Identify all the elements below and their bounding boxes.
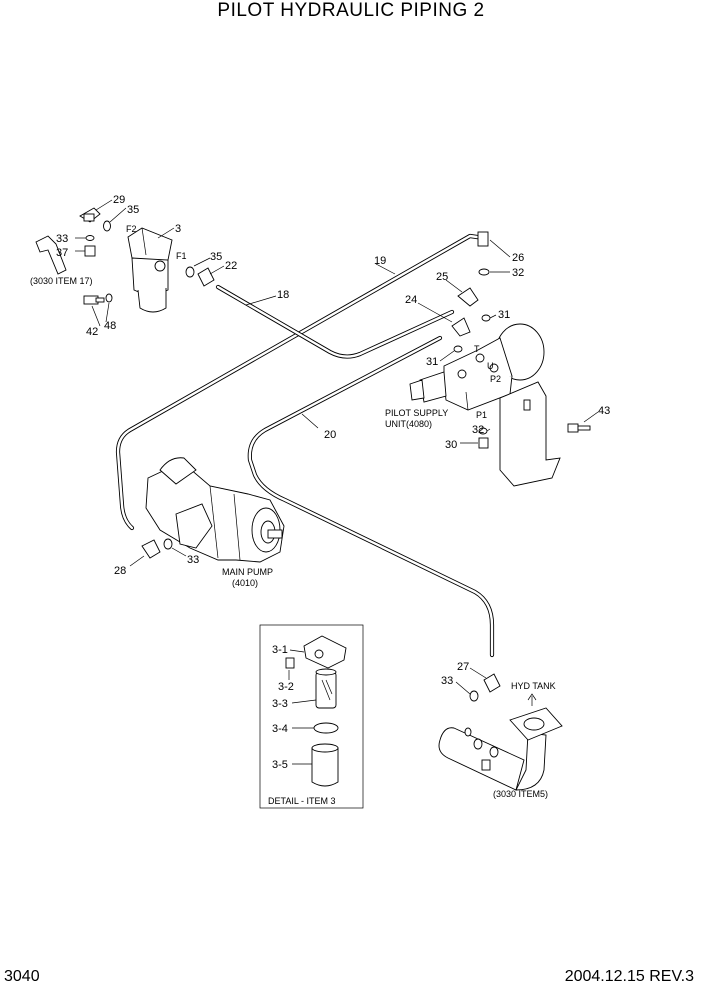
pipe-20	[247, 335, 495, 658]
label-28: 28	[114, 565, 126, 577]
detail-caption: DETAIL - ITEM 3	[268, 796, 336, 806]
leader-lines	[75, 199, 599, 765]
elbow-25	[457, 287, 479, 307]
label-32a: 32	[512, 267, 524, 279]
plug-30	[478, 437, 489, 449]
pilot-supply-label-1: PILOT SUPPLY	[385, 408, 448, 418]
label-25: 25	[436, 271, 448, 283]
pipe-stub-3030-17	[35, 235, 67, 275]
label-43: 43	[598, 405, 610, 417]
hyd-tank-label: HYD TANK	[511, 681, 556, 691]
label-22: 22	[225, 260, 237, 272]
label-3: 3	[175, 223, 181, 235]
label-3-2: 3-2	[278, 681, 294, 693]
fitting-27	[483, 673, 501, 693]
label-32b: 32	[472, 424, 484, 436]
elbow-fitting-29	[79, 207, 101, 223]
port-p1-label: P1	[476, 410, 487, 420]
label-20: 20	[324, 429, 336, 441]
label-48: 48	[104, 320, 116, 332]
detail-o-ring	[313, 722, 339, 734]
label-19: 19	[374, 255, 386, 267]
ref-3030-item-17: (3030 ITEM 17)	[30, 276, 93, 286]
o-ring-33c	[469, 690, 479, 702]
main-pump-label-1: MAIN PUMP	[222, 567, 273, 577]
arrow-up-icon	[527, 693, 537, 706]
page-number: 3040	[4, 968, 40, 985]
o-ring-35a	[103, 220, 111, 232]
label-31b: 31	[426, 356, 438, 368]
elbow-24	[451, 317, 471, 337]
o-ring-33b	[163, 538, 173, 550]
port-f1-label: F1	[176, 251, 187, 261]
port-f2-label: F2	[126, 224, 137, 234]
o-ring-31a	[481, 314, 491, 322]
line-filter	[127, 227, 173, 313]
connector-22	[197, 267, 215, 287]
label-29: 29	[113, 194, 125, 206]
fitting-37	[84, 245, 96, 257]
revision-stamp: 2004.12.15 REV.3	[564, 968, 694, 985]
fitting-26	[477, 231, 489, 247]
detail-element	[315, 668, 337, 709]
label-33b: 33	[187, 554, 199, 566]
ref-3030-item-5: (3030 ITEM5)	[493, 789, 548, 799]
port-u-label: U	[487, 361, 494, 371]
pipe-18	[215, 284, 455, 359]
pipe-19	[115, 233, 487, 531]
label-42: 42	[86, 326, 98, 338]
label-24: 24	[405, 294, 417, 306]
detail-box	[259, 624, 364, 809]
bolt-42	[83, 295, 105, 305]
label-35b: 35	[210, 251, 222, 263]
label-35a: 35	[127, 204, 139, 216]
detail-plug	[285, 657, 295, 669]
label-3-5: 3-5	[272, 759, 288, 771]
label-33a: 33	[56, 233, 68, 245]
port-t-label: T	[474, 344, 480, 354]
label-31a: 31	[498, 309, 510, 321]
bolt-43	[567, 423, 591, 433]
label-33c: 33	[441, 675, 453, 687]
label-27: 27	[457, 661, 469, 673]
tank-return-pipe	[438, 707, 563, 791]
main-pump	[145, 457, 285, 563]
o-ring-33a	[85, 235, 95, 241]
mounting-bracket	[499, 381, 561, 487]
detail-bowl	[311, 743, 339, 787]
o-ring-31b	[453, 345, 463, 353]
o-ring-35b	[185, 266, 195, 278]
main-pump-label-2: (4010)	[232, 578, 258, 588]
port-p2-label: P2	[490, 374, 501, 384]
label-3-3: 3-3	[272, 698, 288, 710]
label-3-4: 3-4	[272, 723, 288, 735]
pilot-supply-label-2: UNIT(4080)	[385, 419, 432, 429]
washer-48	[105, 293, 113, 303]
detail-filter-head	[303, 635, 347, 669]
label-37: 37	[56, 247, 68, 259]
elbow-28	[141, 539, 161, 559]
label-30: 30	[445, 439, 457, 451]
label-18: 18	[277, 289, 289, 301]
label-26: 26	[512, 252, 524, 264]
pilot-supply-unit	[409, 323, 545, 411]
o-ring-32a	[478, 268, 490, 276]
page-title: PILOT HYDRAULIC PIPING 2	[217, 0, 485, 21]
label-3-1: 3-1	[272, 644, 288, 656]
